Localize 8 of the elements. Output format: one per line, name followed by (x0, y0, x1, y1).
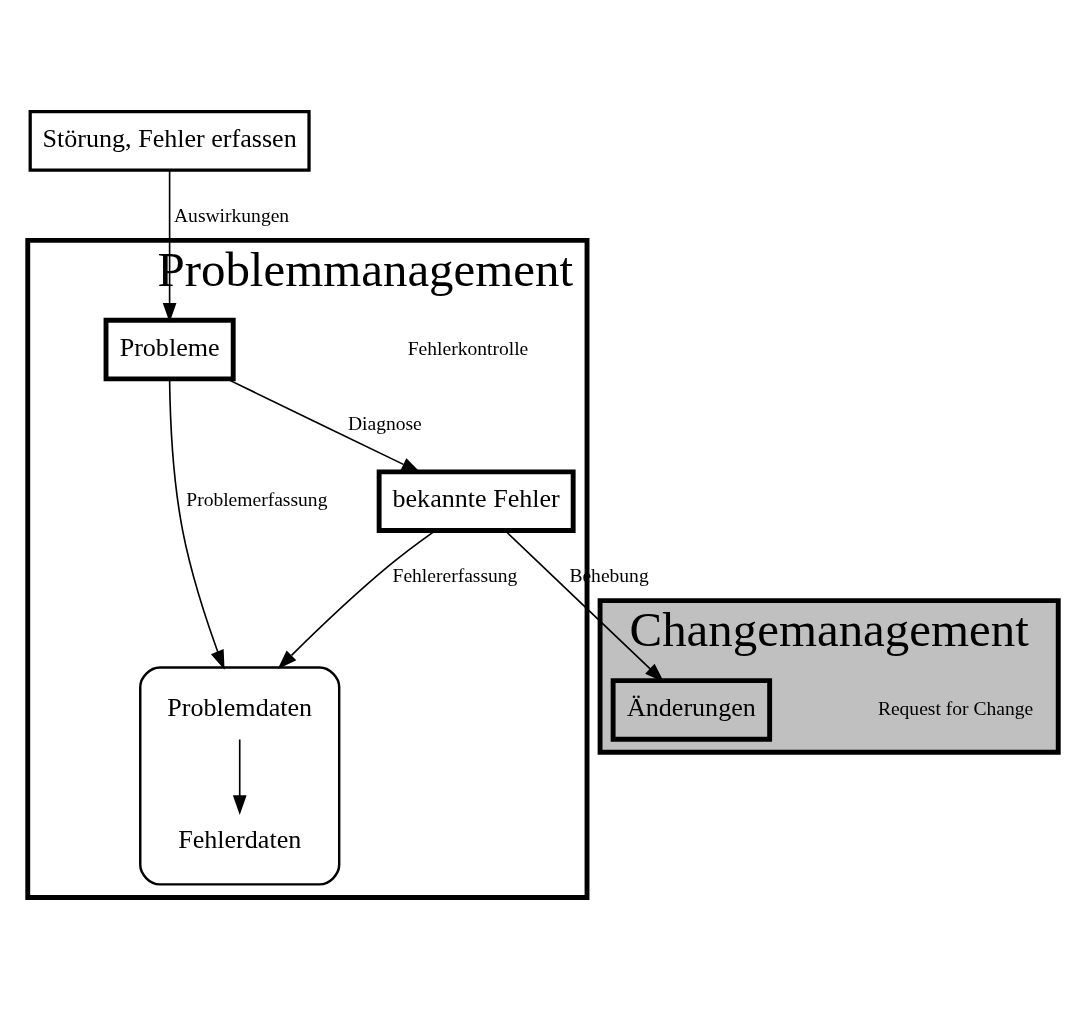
edge-label: Diagnose (347, 412, 422, 434)
edge-label: Problemerfassung (186, 488, 328, 510)
label: Request for Change (877, 697, 1034, 719)
node-text: Fehlerdaten (178, 824, 302, 854)
edge-label: Auswirkungen (174, 204, 290, 226)
edge-label: Fehlererfassung (392, 564, 518, 586)
label: Fehlerkontrolle (407, 337, 529, 359)
node-text: Problemdaten (167, 692, 313, 722)
